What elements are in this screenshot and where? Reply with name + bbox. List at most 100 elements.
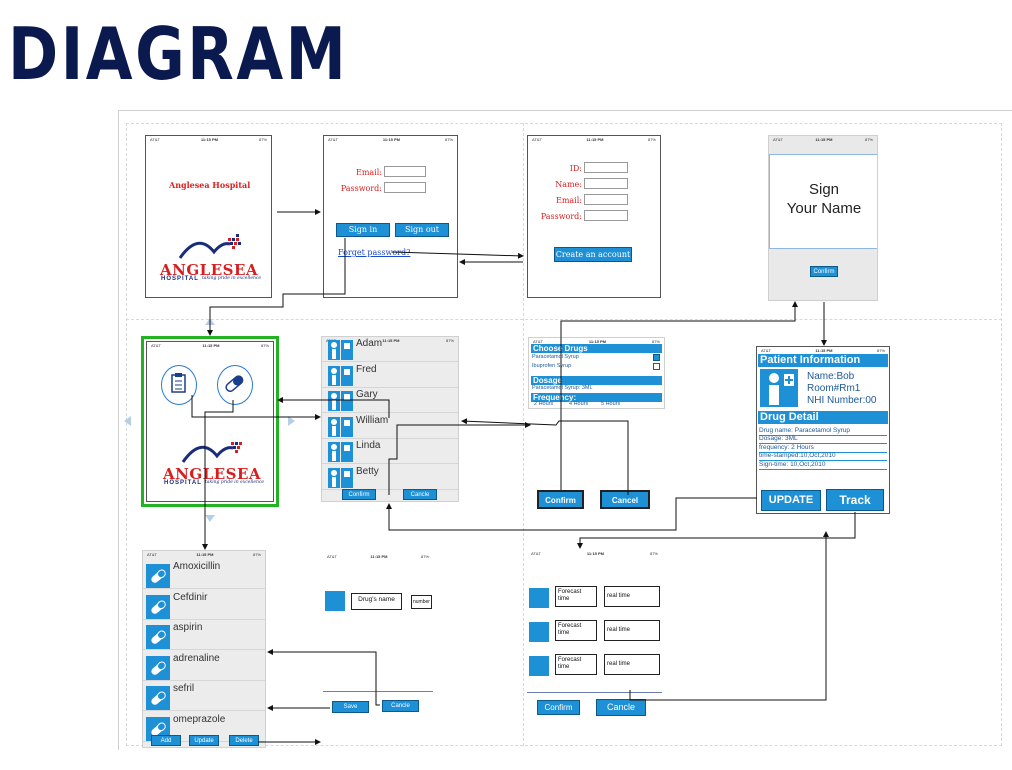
patient-name: Name:Bob <box>807 371 855 382</box>
patient-row[interactable]: William <box>322 414 458 439</box>
update-button[interactable]: UPDATE <box>761 490 821 511</box>
forecast-time-field[interactable]: Forecast time <box>555 620 597 641</box>
nav-arrow-right-icon[interactable] <box>288 416 295 426</box>
logo-tagline: taking pride in excellence <box>202 276 262 281</box>
drug-number-field[interactable]: number <box>411 595 432 609</box>
carrier-text: AT&T <box>151 343 161 348</box>
patients-cancel-button[interactable]: Cancle <box>403 489 437 500</box>
carrier-text: AT&T <box>761 348 771 353</box>
carrier-text: AT&T <box>150 137 160 142</box>
nav-arrow-left-icon[interactable] <box>124 416 131 426</box>
sign-in-button[interactable]: Sign in <box>336 223 390 237</box>
patient-nhi: NHI Number:00 <box>807 395 877 406</box>
sign-prompt-line2: Your Name <box>786 200 862 217</box>
nav-arrow-down-icon[interactable] <box>205 515 215 522</box>
patient-name: Adam <box>356 338 383 349</box>
signature-pad[interactable] <box>769 154 877 249</box>
time-text: 11:15 PM <box>370 554 388 559</box>
signature-confirm-button[interactable]: Confirm <box>810 266 838 277</box>
dosage-value: Paracetamol Syrup: 3ML <box>532 385 593 391</box>
real-time-field[interactable]: real time <box>604 586 660 607</box>
patient-room: Room#Rm1 <box>807 383 861 394</box>
patient-name: Gary <box>356 389 378 400</box>
sign-out-button[interactable]: Sign out <box>395 223 449 237</box>
patient-avatar-icon <box>328 340 356 360</box>
reg-email-field[interactable] <box>584 194 628 205</box>
nav-arrow-up-icon[interactable] <box>205 318 215 325</box>
battery-text: 87% <box>649 551 658 556</box>
drug-row[interactable]: aspirin <box>143 620 265 650</box>
forget-password-link[interactable]: Forget password? <box>338 248 411 257</box>
patient-row[interactable]: Fred <box>322 363 458 388</box>
add-drug-cancel-button[interactable]: Cancle <box>382 700 419 712</box>
slide-title: DIAGRAM <box>8 12 349 96</box>
tracking-cancel-button[interactable]: Cancle <box>596 699 646 716</box>
pill-icon <box>529 622 549 642</box>
time-text: 11:15 PM <box>815 348 833 353</box>
reg-password-field[interactable] <box>584 210 628 221</box>
drug-row[interactable]: Amoxicillin <box>143 559 265 589</box>
patient-row[interactable]: Linda <box>322 439 458 464</box>
time-text: 11:15 PM <box>586 137 604 142</box>
drug-row[interactable]: sefril <box>143 681 265 711</box>
real-time-field[interactable]: real time <box>604 620 660 641</box>
drug-option-2-checkbox[interactable] <box>653 363 660 370</box>
forecast-time-field[interactable]: Forecast time <box>555 586 597 607</box>
pill-icon[interactable] <box>217 365 253 405</box>
logo-swoosh-icon <box>178 234 241 259</box>
pill-icon <box>146 655 170 680</box>
clipboard-icon[interactable] <box>161 365 197 405</box>
carrier-text: AT&T <box>773 137 783 142</box>
create-account-button[interactable]: Create an account <box>554 247 632 262</box>
patient-row[interactable]: Gary <box>322 388 458 413</box>
time-text: 11:15 PM <box>200 137 219 142</box>
page-guide-rectangle <box>126 123 1002 746</box>
sign-prompt-line1: Sign <box>808 181 840 198</box>
drugs-confirm-button[interactable]: Confirm <box>537 490 584 509</box>
name-field[interactable] <box>584 178 628 189</box>
forecast-time-field[interactable]: Forecast time <box>555 654 597 675</box>
real-time-field[interactable]: real time <box>604 654 660 675</box>
dosage-header: Dosage <box>531 376 662 385</box>
add-drug-divider <box>323 691 433 692</box>
frequency-option-3[interactable]: 5 Hours <box>601 401 621 407</box>
tracking-divider <box>527 692 662 693</box>
carrier-text: AT&T <box>533 339 543 344</box>
id-field[interactable] <box>584 162 628 173</box>
drug-row[interactable]: adrenaline <box>143 651 265 681</box>
track-button[interactable]: Track <box>826 489 884 511</box>
add-drug-pill-icon <box>325 591 345 611</box>
add-drug-save-button[interactable]: Save <box>332 701 369 713</box>
drug-name-field[interactable]: Drug's name <box>351 593 402 610</box>
update-drug-button[interactable]: Update <box>189 735 219 746</box>
page-guide-horizontal <box>126 319 1002 320</box>
frequency-option-1[interactable]: 2 Hours <box>534 401 554 407</box>
patients-confirm-button[interactable]: Confirm <box>342 489 376 500</box>
drug-row[interactable]: Cefdinir <box>143 590 265 620</box>
email-field[interactable] <box>384 166 426 177</box>
frequency-option-2[interactable]: 4 Hours <box>569 401 589 407</box>
add-drug-button[interactable]: Add <box>151 735 181 746</box>
patient-name: William <box>356 414 389 426</box>
drug-name: Amoxicillin <box>173 561 221 572</box>
reg-email-label: Email: <box>555 196 582 205</box>
password-field[interactable] <box>384 182 426 193</box>
email-label: Email: <box>355 168 382 177</box>
drug-option-1-checkbox[interactable] <box>653 354 660 361</box>
battery-text: 87% <box>258 137 267 142</box>
battery-text: 87% <box>260 343 269 348</box>
patient-avatar-icon <box>328 467 356 488</box>
drug-detail-line: Sign-time: 10,Oct,2010 <box>759 461 887 470</box>
carrier-text: AT&T <box>532 137 542 142</box>
patient-row[interactable]: Adam <box>322 337 458 362</box>
drugs-cancel-button[interactable]: Cancel <box>600 490 650 509</box>
patient-row[interactable]: Betty <box>322 465 458 490</box>
delete-drug-button[interactable]: Delete <box>229 735 259 746</box>
battery-text: 87% <box>864 137 873 142</box>
drug-name: sefril <box>173 683 195 694</box>
tracking-confirm-button[interactable]: Confirm <box>537 700 580 715</box>
drug-option-1: Paracetamol Syrup <box>532 354 579 360</box>
